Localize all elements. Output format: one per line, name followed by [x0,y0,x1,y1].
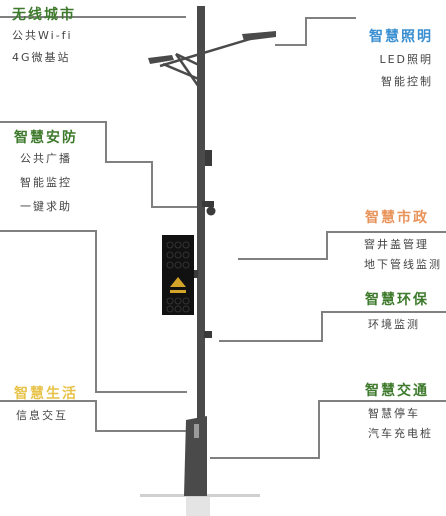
lamp-arm-lower [162,62,202,82]
list-smart-municipal: 窨井盖管理 地下管线监测 [364,235,442,275]
title-smart-life: 智慧生活 [14,386,78,402]
item-one-key-help: 一键求助 [20,200,72,213]
item-info-exchange: 信息交互 [16,409,68,422]
connector-info-exchange [0,400,187,432]
camera-mount [202,201,214,207]
list-smart-lighting: LED照明 智能控制 [361,49,433,93]
lamp-arm-brace [174,53,203,91]
broadcast-speaker [205,150,212,166]
ground-shadow [186,497,210,516]
title-smart-municipal: 智慧市政 [365,210,429,226]
lamp-head-left [148,55,174,64]
item-public-wifi: 公共Wi-fi [12,29,73,42]
connector-smart-security [0,121,205,208]
lamp-arm-upper [175,52,202,68]
base-panel [194,424,199,438]
display-logo-fan [170,277,186,287]
list-smart-life: 信息交互 [16,405,68,427]
title-smart-environment: 智慧环保 [365,292,429,308]
item-ev-charging-pile: 汽车充电桩 [368,427,433,440]
list-wireless-city: 公共Wi-fi 4G微基站 [12,25,73,69]
display-screen [162,235,194,315]
title-smart-traffic: 智慧交通 [365,383,429,399]
item-underground-pipeline-monitoring: 地下管线监测 [364,258,442,271]
display-logo-text [170,290,186,293]
item-4g-micro-base-station: 4G微基站 [12,51,71,64]
item-smart-monitoring: 智能监控 [20,176,72,189]
title-smart-lighting: 智慧照明 [369,29,433,45]
title-wireless-city: 无线城市 [12,7,76,23]
item-public-broadcast: 公共广播 [20,152,72,165]
item-smart-parking: 智慧停车 [368,407,420,420]
connector-smart-environment [219,311,446,342]
pole-shaft [197,6,205,426]
sensor-box [204,331,212,338]
item-environment-monitoring: 环境监测 [368,318,420,331]
lamp-head-right [242,31,276,41]
list-smart-environment: 环境监测 [368,314,420,336]
connector-smart-traffic [210,400,446,459]
display-pattern [166,241,190,313]
surveillance-camera [206,206,216,216]
display-bracket [194,270,198,278]
item-led-lighting: LED照明 [379,53,433,66]
item-manhole-cover-management: 窨井盖管理 [364,238,429,251]
list-smart-security: 公共广播 智能监控 一键求助 [20,147,72,219]
connector-smart-lighting [275,17,356,46]
connector-smart-life [0,230,187,393]
pole-base [184,416,207,496]
list-smart-traffic: 智慧停车 汽车充电桩 [368,404,433,444]
item-smart-control: 智能控制 [381,75,433,88]
title-smart-security: 智慧安防 [14,130,78,146]
connector-smart-municipal [238,231,446,260]
